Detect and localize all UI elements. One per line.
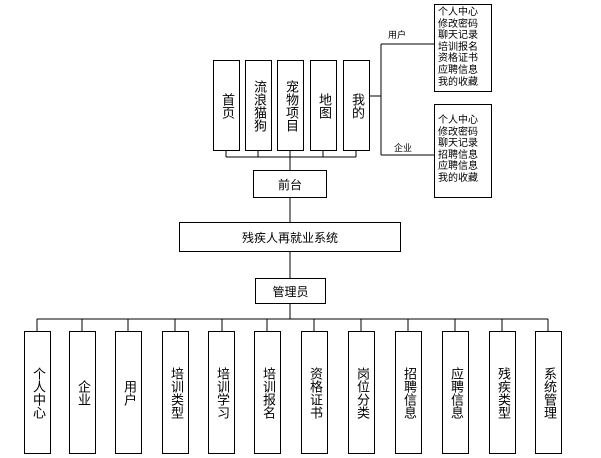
- admin-module-applications: 应聘信息: [442, 331, 469, 454]
- admin-module-training-study: 培训学习: [208, 331, 235, 454]
- admin-module-label: 培训学习: [214, 366, 229, 419]
- admin-node-label: 管理员: [272, 284, 309, 299]
- front-module-label: 地图: [316, 92, 331, 119]
- admin-module-label: 个人中心: [30, 366, 45, 419]
- front-module-label: 首页: [219, 92, 234, 119]
- list-item: 资格证书: [438, 53, 478, 65]
- admin-module-label: 用户: [121, 379, 136, 406]
- admin-module-label: 招聘信息: [401, 366, 416, 419]
- list-item: 个人中心: [438, 7, 478, 18]
- list-item: 聊天记录: [438, 30, 478, 42]
- admin-module-job-category: 岗位分类: [348, 331, 375, 454]
- front-module-map: 地图: [310, 60, 337, 151]
- admin-module-label: 企业: [75, 379, 90, 406]
- role-label-user: 用户: [388, 31, 407, 41]
- list-item: 修改密码: [438, 126, 478, 138]
- front-module-stray-pets: 流浪猫狗: [245, 60, 272, 151]
- front-module-home: 首页: [213, 60, 240, 151]
- front-node: 前台: [253, 170, 327, 198]
- front-module-pet-projects: 宠物项目: [277, 60, 304, 151]
- admin-module-label: 系统管理: [541, 366, 556, 419]
- list-item: 我的收藏: [438, 76, 478, 88]
- list-item: 我的收藏: [438, 172, 478, 184]
- system-node: 残疾人再就业系统: [179, 222, 401, 252]
- admin-module-label: 岗位分类: [354, 366, 369, 419]
- admin-module-user: 用户: [115, 331, 142, 454]
- front-node-label: 前台: [277, 177, 302, 192]
- admin-module-system-management: 系统管理: [535, 331, 562, 454]
- admin-module-label: 培训类型: [168, 366, 183, 419]
- front-module-label: 我的: [349, 92, 364, 119]
- system-node-label: 残疾人再就业系统: [241, 230, 338, 245]
- list-item: 个人中心: [438, 115, 478, 126]
- list-item: 招聘信息: [438, 149, 478, 161]
- user-feature-list: 个人中心 修改密码 聊天记录 培训报名 资格证书 应聘信息 我的收藏: [434, 4, 492, 92]
- admin-module-training-signup: 培训报名: [254, 331, 281, 454]
- admin-module-personal-center: 个人中心: [24, 331, 51, 454]
- list-item: 培训报名: [438, 41, 478, 53]
- admin-module-label: 残疾类型: [495, 366, 510, 419]
- admin-module-company: 企业: [69, 331, 96, 454]
- admin-module-training-type: 培训类型: [162, 331, 189, 454]
- list-item: 应聘信息: [438, 161, 478, 173]
- list-item: 应聘信息: [438, 64, 478, 76]
- admin-module-label: 应聘信息: [448, 366, 463, 419]
- admin-node: 管理员: [255, 278, 326, 304]
- front-module-label: 宠物项目: [283, 79, 298, 132]
- admin-module-recruitment: 招聘信息: [395, 331, 422, 454]
- list-item: 修改密码: [438, 18, 478, 30]
- role-label-company: 企业: [394, 144, 413, 154]
- front-module-mine: 我的: [343, 60, 370, 151]
- front-module-label: 流浪猫狗: [251, 79, 266, 132]
- admin-module-label: 培训报名: [260, 366, 275, 419]
- admin-module-certificates: 资格证书: [301, 331, 328, 454]
- admin-module-label: 资格证书: [307, 366, 322, 419]
- list-item: 聊天记录: [438, 138, 478, 150]
- admin-module-disability-type: 残疾类型: [489, 331, 516, 454]
- company-feature-list: 个人中心 修改密码 聊天记录 招聘信息 应聘信息 我的收藏: [434, 104, 492, 198]
